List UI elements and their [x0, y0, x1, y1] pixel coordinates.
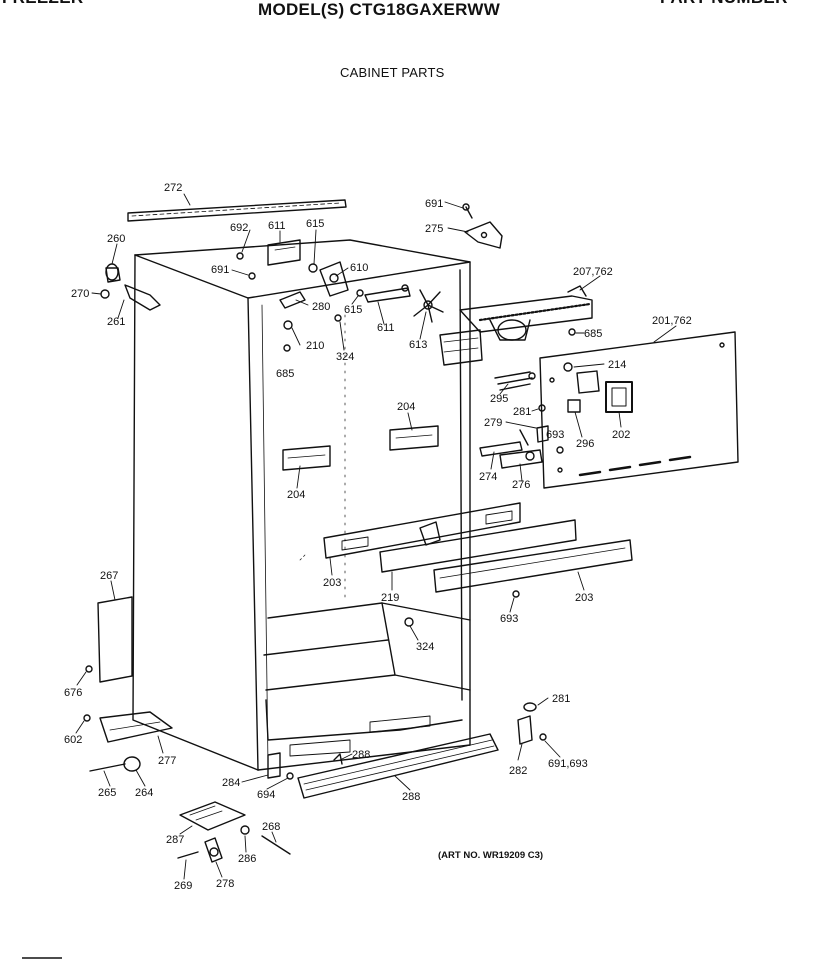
callout-277: 277 — [158, 755, 176, 767]
part-272-rail — [127, 199, 347, 222]
callout-260: 260 — [107, 233, 125, 245]
callout-276: 276 — [512, 479, 530, 491]
callout-610: 610 — [350, 262, 368, 274]
part-207-762-assembly — [439, 285, 593, 366]
callout-324: 324 — [336, 351, 354, 363]
part-288-grille — [297, 733, 499, 799]
callout-267: 267 — [100, 570, 118, 582]
part-611-615-cluster — [267, 239, 411, 309]
callout-272: 272 — [164, 182, 182, 194]
parts-281-282 — [404, 590, 547, 745]
callout-270: 270 — [71, 288, 89, 300]
callout-692: 692 — [230, 222, 248, 234]
callout-281: 281 — [513, 406, 531, 418]
callout-613: 613 — [409, 339, 427, 351]
callout-611: 611 — [268, 220, 286, 232]
callout-615: 615 — [306, 218, 324, 230]
callout-204: 204 — [397, 401, 415, 413]
callout-278: 278 — [216, 878, 234, 890]
callout-693: 693 — [546, 429, 564, 441]
parts-203-219-rails — [323, 502, 633, 593]
callout-284: 284 — [222, 777, 240, 789]
callout-691-b: 691 — [211, 264, 229, 276]
callout-268: 268 — [262, 821, 280, 833]
callout-287: 287 — [166, 834, 184, 846]
parts-295-296-279 — [494, 371, 581, 443]
callout-203-b: 203 — [575, 592, 593, 604]
model-title: MODEL(S) CTG18GAXERWW — [258, 0, 501, 19]
callout-288: 288 — [352, 749, 370, 761]
callout-676: 676 — [64, 687, 82, 699]
callout-274: 274 — [479, 471, 497, 483]
callout-324-b: 324 — [416, 641, 434, 653]
callout-204-b: 204 — [287, 489, 305, 501]
callout-611-b: 611 — [377, 322, 395, 334]
callout-694: 694 — [257, 789, 275, 801]
callout-615-b: 615 — [344, 304, 362, 316]
callout-685-b: 685 — [276, 368, 294, 380]
callout-693-b: 693 — [500, 613, 518, 625]
callout-602: 602 — [64, 734, 82, 746]
parts-204-brackets — [282, 425, 439, 471]
callout-210: 210 — [306, 340, 324, 352]
section-title: CABINET PARTS — [340, 65, 445, 80]
callout-219: 219 — [381, 592, 399, 604]
callout-labels: 272 691 275 692 611 615 260 691 610 207,… — [64, 182, 692, 892]
callout-295: 295 — [490, 393, 508, 405]
callout-685: 685 — [584, 328, 602, 340]
callout-286: 286 — [238, 853, 256, 865]
callout-214: 214 — [608, 359, 626, 371]
callout-288-b: 288 — [402, 791, 420, 803]
parts-274-276 — [479, 429, 543, 469]
part-260-261-hinge — [100, 263, 161, 311]
leader-lines — [75, 193, 677, 880]
callout-282: 282 — [509, 765, 527, 777]
callout-279: 279 — [484, 417, 502, 429]
callout-691-693: 691,693 — [548, 758, 588, 770]
misc-screws — [236, 252, 576, 454]
callout-275: 275 — [425, 223, 443, 235]
parts-bottom — [177, 801, 291, 863]
part-275-bracket — [462, 203, 503, 249]
art-number: (ART NO. WR19209 C3) — [438, 850, 544, 861]
callout-691: 691 — [425, 198, 443, 210]
header-left-fragment: FREEZER — [2, 0, 83, 8]
callout-265: 265 — [98, 787, 116, 799]
callout-296: 296 — [576, 438, 594, 450]
parts-lower-left — [83, 596, 294, 780]
callout-202: 202 — [612, 429, 630, 441]
callout-280: 280 — [312, 301, 330, 313]
callout-281-b: 281 — [552, 693, 570, 705]
callout-207-762: 207,762 — [573, 266, 613, 278]
callout-269: 269 — [174, 880, 192, 892]
header-right-fragment: PART NUMBER — [660, 0, 788, 8]
callout-201-762: 201,762 — [652, 315, 692, 327]
cabinet-shell — [132, 239, 471, 771]
part-201-762-panel — [539, 331, 739, 489]
part-613-fan — [413, 289, 444, 323]
callout-264: 264 — [135, 787, 153, 799]
callout-203: 203 — [323, 577, 341, 589]
callout-261: 261 — [107, 316, 125, 328]
